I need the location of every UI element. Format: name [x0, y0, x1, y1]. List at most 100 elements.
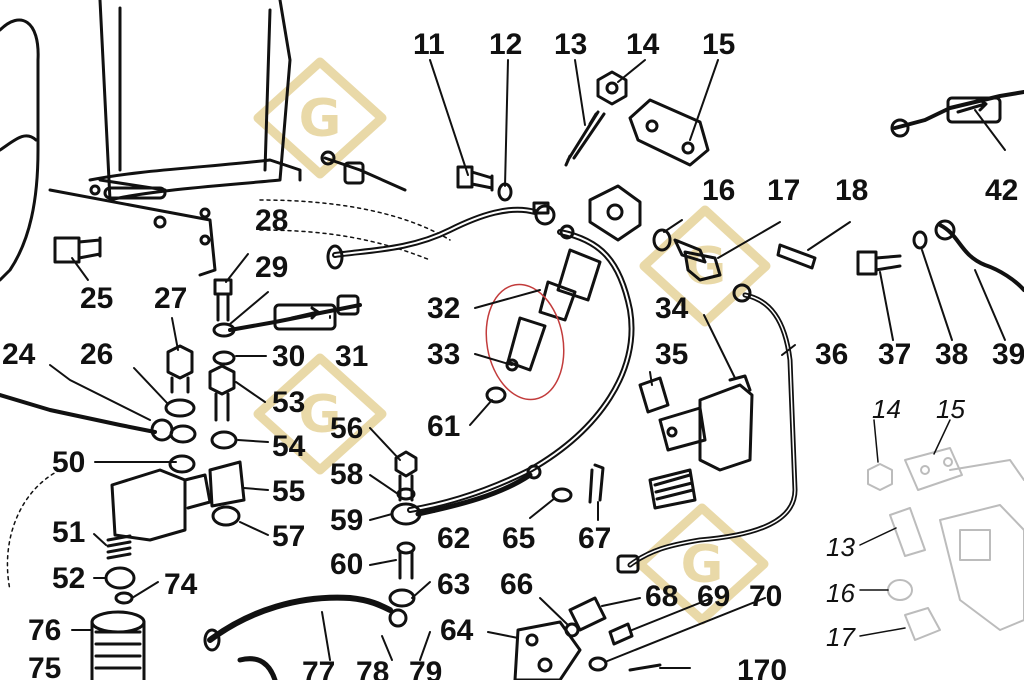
- callout-26: 26: [80, 338, 114, 371]
- washer-54: [210, 430, 238, 450]
- pipe-24: [0, 393, 157, 434]
- watermark-logo-4: G: [635, 503, 769, 625]
- nut-14: [596, 70, 628, 106]
- hose-42: [890, 90, 1024, 138]
- pipe-39-nut: [934, 219, 956, 241]
- callout-28: 28: [255, 204, 289, 237]
- callout-16-faded: 16: [826, 578, 855, 608]
- callout-76: 76: [28, 614, 62, 647]
- callout-15-faded: 15: [936, 394, 965, 424]
- callout-33: 33: [427, 338, 461, 371]
- callout-30: 30: [272, 340, 306, 373]
- hose-62-clamp: [526, 464, 542, 480]
- washer-70: [588, 656, 608, 672]
- svg-text:G: G: [299, 89, 342, 149]
- fitting-66: [564, 596, 607, 638]
- hose-77-end: [203, 628, 221, 652]
- stud-13: [564, 110, 606, 167]
- bolt-60-shank: [398, 550, 414, 580]
- faded-reference-parts: [867, 447, 1024, 641]
- callout-69: 69: [697, 580, 731, 613]
- plate-15: [628, 98, 710, 167]
- callout-53: 53: [272, 386, 306, 419]
- callout-38: 38: [935, 338, 969, 371]
- callout-50: 50: [52, 446, 86, 479]
- hose-inner-lines: [334, 208, 633, 511]
- spring-51: [106, 534, 132, 560]
- bolt-27: [166, 344, 194, 394]
- callout-25: 25: [80, 282, 114, 315]
- banjo-50: [169, 424, 197, 444]
- hose-end-left: [326, 244, 344, 270]
- callout-64: 64: [440, 614, 474, 647]
- dashed-outline-left: [6, 469, 61, 591]
- watermark-logo-3: G: [253, 353, 387, 475]
- leader-lines-faded: [859, 419, 951, 637]
- pipe-36-end-fitting: [616, 554, 640, 574]
- washer-38: [912, 230, 928, 250]
- callout-42: 42: [985, 174, 1019, 207]
- callout-12: 12: [489, 28, 523, 61]
- callout-39: 39: [992, 338, 1024, 371]
- washer-63: [388, 588, 416, 608]
- callout-68: 68: [645, 580, 679, 613]
- callout-63: 63: [437, 568, 471, 601]
- washer-26: [164, 398, 196, 418]
- washer-30: [212, 350, 236, 366]
- screw-67: [588, 463, 605, 504]
- callout-51: 51: [52, 516, 86, 549]
- bolt-37: [856, 250, 902, 276]
- callout-78: 78: [356, 656, 390, 680]
- callout-74: 74: [164, 568, 198, 601]
- highlight-circle: [485, 283, 565, 401]
- callout-55: 55: [272, 475, 306, 508]
- bolt-170: [628, 663, 662, 672]
- fitting-17: [673, 238, 722, 282]
- washer-61: [485, 386, 507, 404]
- washer-16: [652, 228, 672, 252]
- callout-54: 54: [272, 430, 306, 463]
- svg-text:G: G: [681, 535, 724, 595]
- callout-59: 59: [330, 504, 364, 537]
- callout-14-faded: 14: [872, 394, 901, 424]
- callout-17-faded: 17: [826, 622, 855, 652]
- filter-element-76: [90, 610, 146, 680]
- washer-57: [211, 505, 241, 527]
- washer-60: [396, 541, 416, 555]
- ring-74: [114, 591, 134, 605]
- callout-70: 70: [749, 580, 783, 613]
- hose-77: [207, 594, 393, 643]
- filter-housing-50: [110, 454, 246, 542]
- callout-36: 36: [815, 338, 849, 371]
- callout-65: 65: [502, 522, 536, 555]
- callout-170: 170: [737, 654, 788, 680]
- callout-15: 15: [702, 28, 736, 61]
- pin-18: [776, 243, 817, 270]
- leader-lines: [49, 59, 1006, 669]
- callout-35: 35: [655, 338, 689, 371]
- callout-14: 14: [626, 28, 660, 61]
- callout-24: 24: [2, 338, 36, 371]
- bolt-53: [208, 364, 236, 422]
- callout-27: 27: [154, 282, 188, 315]
- washer-65: [551, 487, 573, 503]
- callout-13-faded: 13: [826, 532, 855, 562]
- banjo-fitting-12: [532, 201, 575, 240]
- callout-60: 60: [330, 548, 364, 581]
- injection-pump-34: [648, 374, 754, 510]
- watermark-logo-1: G: [253, 57, 387, 179]
- callout-16: 16: [702, 174, 736, 207]
- bolt-25: [53, 236, 102, 264]
- hose-bend-bottom: [237, 656, 278, 680]
- dashed-hose-outline: [259, 199, 451, 261]
- callout-66: 66: [500, 568, 534, 601]
- injector-body-32: [538, 184, 642, 322]
- nozzle-33: [505, 316, 547, 372]
- callout-18: 18: [835, 174, 869, 207]
- pipe-36-inner: [629, 294, 796, 566]
- bolt-69: [608, 622, 634, 646]
- svg-text:G: G: [299, 385, 342, 445]
- pipe-36-nut: [732, 283, 752, 303]
